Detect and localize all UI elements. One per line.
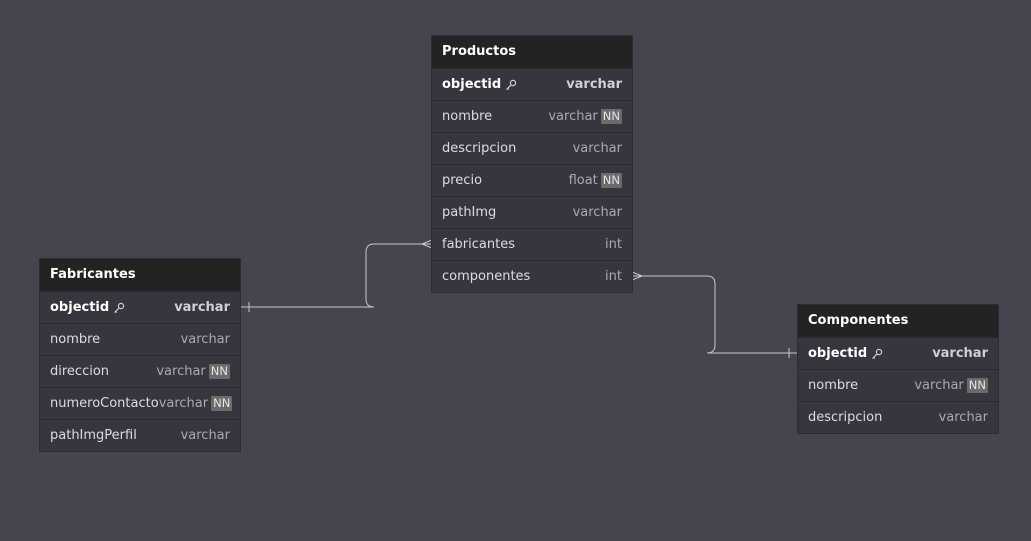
field-name: pathImg — [442, 205, 496, 220]
field-type-text: varchar — [566, 77, 622, 92]
field-type: varchar — [181, 332, 230, 347]
not-null-badge: NN — [208, 364, 230, 379]
field-name-text: pathImg — [442, 205, 497, 220]
field-name-text: precio — [442, 173, 483, 188]
field-row-objectid[interactable]: objectid varchar — [40, 291, 240, 323]
many-end-marker — [631, 271, 643, 281]
field-type-text: varchar — [174, 300, 230, 315]
field-row-descripcion[interactable]: descripcion varchar — [432, 132, 632, 164]
table-header[interactable]: Fabricantes — [40, 259, 240, 291]
field-name-text: numeroContacto — [50, 396, 159, 411]
field-row-pathImg[interactable]: pathImg varchar — [432, 196, 632, 228]
field-type: varchar — [566, 77, 622, 92]
many-end-marker — [421, 239, 433, 249]
key-icon — [113, 302, 125, 314]
field-type-text: varchar — [156, 364, 206, 379]
field-name: fabricantes — [442, 237, 515, 252]
field-name-text: fabricantes — [442, 237, 515, 252]
key-icon — [871, 348, 883, 360]
table-header[interactable]: Componentes — [798, 305, 998, 337]
field-type-text: int — [605, 237, 622, 252]
field-row-fabricantes[interactable]: fabricantes int — [432, 228, 632, 260]
field-type: varchar — [932, 346, 988, 361]
field-name-text: direccion — [50, 364, 110, 379]
field-name: precio — [442, 173, 482, 188]
relation-line-0 — [240, 243, 432, 308]
field-name-text: descripcion — [442, 141, 517, 156]
key-icon — [505, 79, 517, 91]
field-name-text: objectid — [50, 300, 110, 315]
field-row-componentes[interactable]: componentes int — [432, 260, 632, 292]
field-type: varchar — [174, 300, 230, 315]
field-row-descripcion[interactable]: descripcion varchar — [798, 401, 998, 433]
field-name-text: objectid — [808, 346, 868, 361]
field-type: varchar — [939, 410, 988, 425]
field-type-text: varchar — [572, 205, 622, 220]
field-row-objectid[interactable]: objectid varchar — [432, 68, 632, 100]
field-type-text: varchar — [158, 396, 209, 411]
field-type-text: varchar — [180, 332, 230, 347]
not-null-badge: NN — [966, 378, 988, 393]
not-null-badge: NN — [600, 109, 622, 124]
field-name-text: descripcion — [808, 410, 883, 425]
field-type-text: varchar — [932, 346, 988, 361]
field-name: nombre — [808, 378, 858, 393]
field-name: direccion — [50, 364, 109, 379]
field-name: pathImgPerfil — [50, 428, 137, 443]
field-type: int — [605, 237, 622, 252]
field-name-text: objectid — [442, 77, 502, 92]
field-type-text: float — [568, 173, 598, 188]
field-type: varchar — [181, 428, 230, 443]
field-row-pathImgPerfil[interactable]: pathImgPerfil varchar — [40, 419, 240, 451]
table-header[interactable]: Productos — [432, 36, 632, 68]
field-type-text: varchar — [180, 428, 230, 443]
field-name-text: pathImgPerfil — [50, 428, 137, 443]
field-type-text: varchar — [572, 141, 622, 156]
relation-line-1 — [632, 275, 798, 354]
field-row-objectid[interactable]: objectid varchar — [798, 337, 998, 369]
field-name-text: nombre — [50, 332, 101, 347]
field-name: descripcion — [808, 410, 882, 425]
field-row-nombre[interactable]: nombre varchar — [40, 323, 240, 355]
field-name: nombre — [442, 109, 492, 124]
field-type: varchar — [573, 205, 622, 220]
field-type-text: int — [605, 269, 622, 284]
field-name: objectid — [442, 77, 517, 92]
field-type-text: varchar — [938, 410, 988, 425]
not-null-badge: NN — [600, 173, 622, 188]
field-type-text: varchar — [914, 378, 964, 393]
field-name: componentes — [442, 269, 530, 284]
field-type: int — [605, 269, 622, 284]
field-name: nombre — [50, 332, 100, 347]
field-name-text: nombre — [808, 378, 859, 393]
field-name: objectid — [808, 346, 883, 361]
field-name-text: nombre — [442, 109, 493, 124]
field-name: numeroContacto — [50, 396, 159, 411]
field-name: objectid — [50, 300, 125, 315]
not-null-badge: NN — [211, 396, 233, 411]
field-name: descripcion — [442, 141, 516, 156]
field-type: varchar — [573, 141, 622, 156]
field-name-text: componentes — [442, 269, 531, 284]
field-type-text: varchar — [548, 109, 598, 124]
